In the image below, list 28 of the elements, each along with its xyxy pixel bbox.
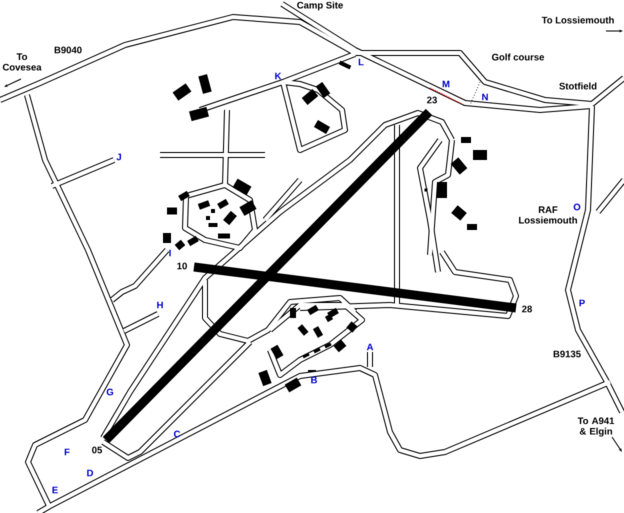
map-label: Camp Site [297, 2, 343, 10]
location-letter: H [157, 302, 163, 308]
location-letter: K [275, 72, 282, 80]
location-letter: E [52, 486, 58, 494]
runway-number: 28 [522, 306, 532, 312]
road-label: B9135 [554, 350, 581, 358]
location-letter: N [482, 94, 488, 100]
location-letter: J [116, 154, 121, 160]
road-label: B9040 [54, 46, 82, 54]
runway-number: 10 [177, 262, 187, 270]
location-letter: F [64, 448, 70, 456]
location-letter: O [574, 204, 580, 210]
map-label: Golf course [492, 54, 544, 60]
location-letter: L [358, 58, 364, 66]
map-label: To A941 & Elgin [578, 417, 614, 437]
location-letter: G [106, 388, 114, 396]
map-label: To Lossiemouth [542, 16, 614, 24]
location-letter: I [169, 250, 171, 256]
location-letter: P [579, 300, 585, 306]
location-letter: M [442, 80, 450, 88]
location-letter: A [366, 344, 374, 350]
map-label: Stotfield [559, 82, 596, 90]
runway-number: 23 [427, 96, 437, 104]
map-label: To Covesea [2, 53, 42, 71]
location-letter: B [311, 376, 317, 384]
location-letter: D [87, 470, 94, 476]
runway-number: 05 [92, 446, 102, 454]
location-letter: C [174, 430, 180, 438]
